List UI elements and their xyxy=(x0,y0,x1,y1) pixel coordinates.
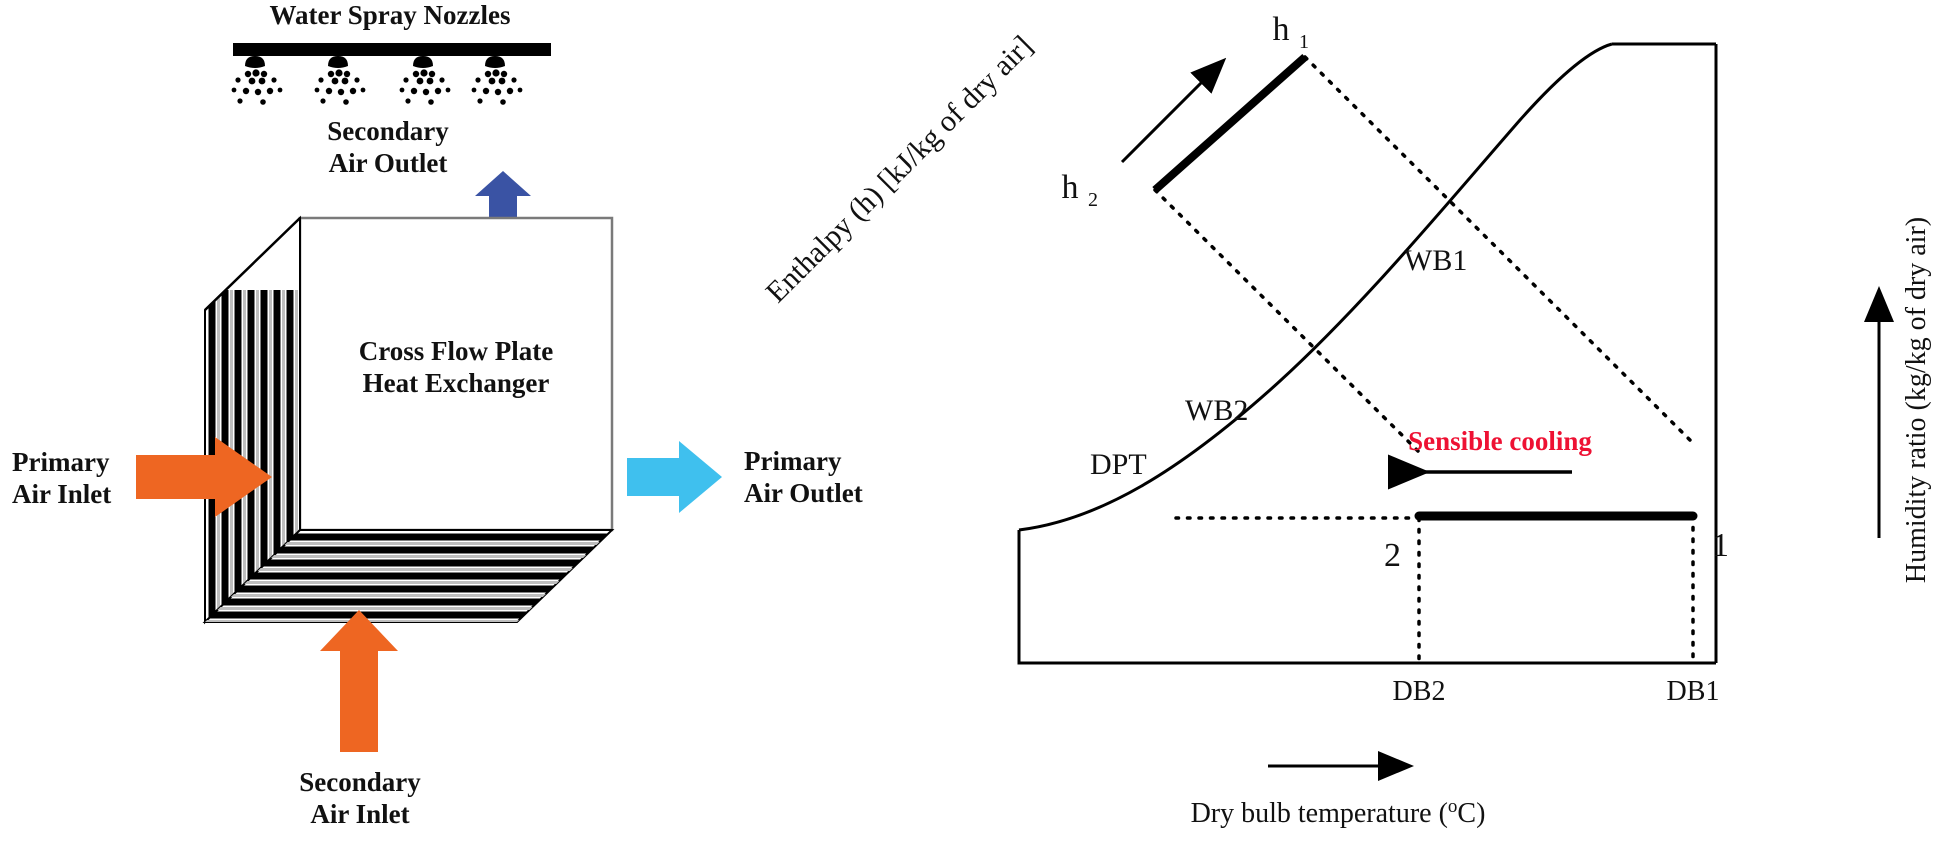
enthalpy-axis-label: Enthalpy (h) [kJ/kg of dry air] xyxy=(759,29,1039,309)
wet-bulb-2-label: WB2 xyxy=(1185,394,1248,427)
enthalpy-h1-label: h 1 xyxy=(1273,11,1310,53)
svg-text:1: 1 xyxy=(1299,31,1309,53)
chart-frame xyxy=(1017,530,1716,665)
drybulb-axis-degree-symbol: o xyxy=(1448,796,1458,817)
psychrometric-chart: Enthalpy (h) [kJ/kg of dry air] h 1 h 2 … xyxy=(759,11,1932,829)
secondary-air-inlet-label-line2: Air Inlet xyxy=(310,799,409,829)
secondary-air-inlet-label-line1: Secondary xyxy=(299,767,421,797)
svg-text:2: 2 xyxy=(1088,189,1098,211)
exchanger-title-line2: Heat Exchanger xyxy=(363,368,550,398)
secondary-air-inlet-arrow xyxy=(320,610,398,752)
exchanger-title-line1: Cross Flow Plate xyxy=(359,336,553,366)
primary-air-inlet-label-line2: Air Inlet xyxy=(12,479,111,509)
sensible-cooling-label: Sensible cooling xyxy=(1408,426,1592,456)
drybulb-axis-label-unit: C) xyxy=(1457,798,1485,829)
drybulb-axis-label-main: Dry bulb temperature ( xyxy=(1191,798,1448,829)
water-spray-nozzles-label: Water Spray Nozzles xyxy=(270,0,511,30)
secondary-air-outlet-label-line1: Secondary xyxy=(327,116,449,146)
primary-air-inlet-arrow xyxy=(136,437,272,517)
enthalpy-line-h1 xyxy=(1152,54,1308,193)
primary-air-inlet-label-line1: Primary xyxy=(12,447,110,477)
humidity-ratio-axis-label: Humidity ratio (kg/kg of dry air) xyxy=(1901,217,1932,583)
exchanger-front-face xyxy=(298,216,614,532)
enthalpy-h1-dotted-extension xyxy=(1303,55,1695,445)
svg-text:h: h xyxy=(1273,11,1290,48)
enthalpy-h2-label: h 2 xyxy=(1062,169,1099,211)
spray-nozzle-group xyxy=(231,56,523,105)
primary-air-outlet-label-line1: Primary xyxy=(744,446,842,476)
svg-text:Dry bulb temperature (oC): Dry bulb temperature (oC) xyxy=(1191,796,1486,829)
dew-point-temperature-label: DPT xyxy=(1090,448,1147,481)
heat-exchanger-schematic: Water Spray Nozzles xyxy=(12,0,863,829)
drybulb-2-tick-label: DB2 xyxy=(1393,676,1446,707)
enthalpy-direction-arrow xyxy=(1120,57,1227,164)
saturation-curve xyxy=(1018,42,1613,532)
enthalpy-h2-dotted-extension xyxy=(1153,188,1421,454)
wet-bulb-1-label: WB1 xyxy=(1404,244,1467,277)
drybulb-axis-label: Dry bulb temperature (oC) xyxy=(1191,796,1486,829)
primary-air-outlet-arrow xyxy=(627,441,722,513)
drybulb-1-tick-label: DB1 xyxy=(1667,676,1720,707)
secondary-air-outlet-label-line2: Air Outlet xyxy=(329,148,448,178)
state-point-1-label: 1 xyxy=(1712,527,1729,564)
svg-text:h: h xyxy=(1062,169,1079,206)
exchanger-top-edge xyxy=(204,217,301,311)
spray-manifold-bar xyxy=(233,43,551,56)
primary-air-outlet-label-line2: Air Outlet xyxy=(744,478,863,508)
state-point-2-label: 2 xyxy=(1384,537,1401,574)
